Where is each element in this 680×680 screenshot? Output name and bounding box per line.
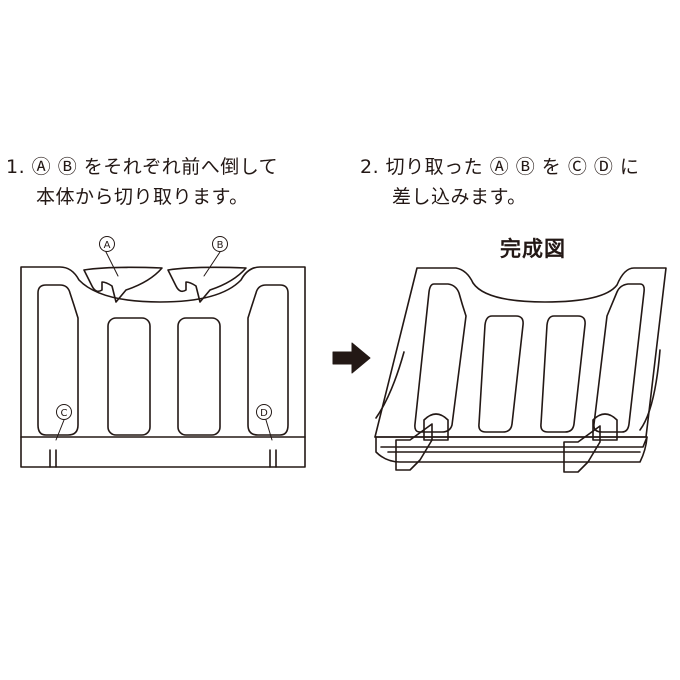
tab-b — [167, 266, 247, 303]
stand-right-side — [639, 349, 661, 431]
stand-center-window-right — [540, 315, 586, 433]
stand-right-window — [593, 283, 645, 433]
stand-left-window — [414, 283, 467, 433]
center-window-left — [107, 317, 151, 436]
step-2-instruction: 2. 切り取った Ⓐ Ⓑ を Ⓒ Ⓓ に 差し込みます。 — [360, 152, 639, 212]
right-arrow-icon — [332, 342, 371, 374]
inserted-tab-b-foot — [563, 425, 601, 473]
stand-center-window-left — [478, 315, 524, 433]
stand-base-front — [375, 436, 648, 463]
assembled-stand — [374, 267, 667, 473]
sheet-outline — [20, 266, 306, 468]
callout-b-label: B — [216, 240, 224, 251]
callout-d-leader — [265, 419, 273, 441]
callout-c-label: C — [60, 408, 68, 419]
callout-c-leader — [55, 419, 65, 441]
callout-c-ring — [56, 404, 72, 420]
stand-back-panel — [374, 267, 667, 438]
callout-a-ring — [99, 236, 115, 252]
callout-b-ring — [212, 236, 228, 252]
step-1-line-2: 本体から切り取ります。 — [36, 186, 249, 208]
callout-d-ring — [256, 404, 272, 420]
callout-a-label: A — [103, 240, 111, 251]
right-side-window — [247, 284, 289, 436]
step-2-line-1: 2. 切り取った Ⓐ Ⓑ を Ⓒ Ⓓ に — [360, 156, 640, 178]
tab-a — [83, 266, 163, 303]
inserted-tab-b — [592, 413, 618, 441]
tab-b-leader — [203, 251, 221, 277]
callout-b-icon: B — [212, 236, 228, 252]
callout-d-label: D — [260, 408, 268, 419]
inserted-tab-a-foot — [395, 423, 433, 471]
callout-c-icon: C — [56, 404, 72, 420]
stand-left-side — [375, 351, 405, 419]
stand-base-top — [374, 436, 648, 448]
step-1-line-1: 1. Ⓐ Ⓑ をそれぞれ前へ倒して — [6, 156, 279, 178]
tab-a-leader — [105, 251, 119, 277]
step-2-line-2: 差し込みます。 — [392, 186, 527, 208]
callout-a-icon: A — [99, 236, 115, 252]
completed-diagram-label: 完成図 — [500, 237, 566, 261]
flat-stand-sheet — [20, 251, 306, 468]
callout-d-icon: D — [256, 404, 272, 420]
step-1-instruction: 1. Ⓐ Ⓑ をそれぞれ前へ倒して 本体から切り取ります。 — [6, 152, 278, 212]
center-window-right — [177, 317, 221, 436]
inserted-tab-a — [423, 413, 449, 441]
left-side-window — [37, 284, 79, 436]
